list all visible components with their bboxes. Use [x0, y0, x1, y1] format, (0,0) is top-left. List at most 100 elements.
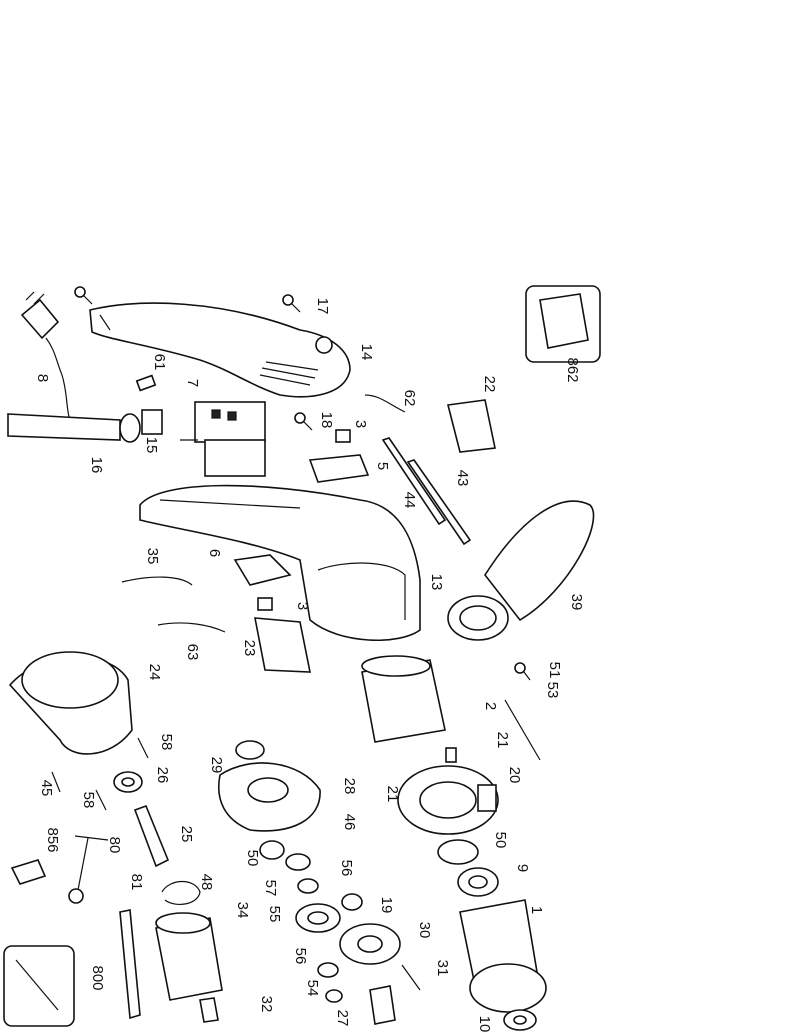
part-number-label: 3 — [352, 420, 369, 428]
part-number-label: 22 — [481, 376, 498, 393]
part-24-gear-housing — [8, 651, 133, 755]
part-number-label: 2 — [482, 702, 499, 710]
part-9-bearing — [457, 867, 499, 897]
part-number-label: 17 — [314, 298, 331, 315]
part-number-label: 50 — [244, 850, 261, 867]
part-17-screw — [74, 286, 301, 313]
part-number-label: 6 — [206, 549, 223, 557]
part-45-screw — [51, 771, 61, 793]
part-43-44-rods — [381, 437, 472, 546]
part-62-wire — [364, 394, 406, 413]
part-34-chuck — [155, 912, 223, 1001]
part-number-label: 34 — [234, 902, 251, 919]
part-18-screw — [294, 412, 313, 431]
part-58-screw — [137, 737, 149, 759]
part-number-label: 81 — [128, 874, 145, 891]
part-32-part — [199, 997, 219, 1023]
part-number-label: 1 — [528, 906, 545, 914]
part-7-switch — [180, 401, 266, 477]
part-856-part — [10, 859, 47, 885]
part-number-label: 61 — [151, 354, 168, 371]
part-number-label: 20 — [506, 767, 523, 784]
part-number-label: 55 — [266, 906, 283, 923]
part-number-label: 14 — [358, 344, 375, 361]
part-50-bushing-lower — [341, 893, 363, 911]
part-58-screw-lower — [95, 789, 107, 811]
part-81-part — [119, 909, 141, 1020]
part-number-label: 800 — [89, 965, 106, 990]
part-3-brush-lower — [257, 597, 273, 611]
part-48-retaining-ring — [161, 880, 201, 906]
part-26-bearing — [113, 771, 143, 793]
part-54-part — [325, 989, 343, 1003]
part-14-handle — [89, 302, 351, 398]
part-number-label: 58 — [158, 734, 175, 751]
part-number-label: 27 — [334, 1010, 351, 1027]
part-30-gear — [339, 923, 401, 965]
part-number-label: 19 — [378, 897, 395, 914]
part-number-label: 26 — [154, 767, 171, 784]
part-number-label: 50 — [492, 832, 509, 849]
part-number-label: 54 — [304, 980, 321, 997]
part-number-label: 56 — [292, 948, 309, 965]
part-57-part — [297, 878, 319, 894]
part-number-label: 56 — [338, 860, 355, 877]
part-80-chuck-key — [68, 835, 109, 904]
part-number-label: 8 — [34, 374, 51, 382]
part-800-inset — [3, 945, 75, 1027]
part-number-label: 63 — [184, 644, 201, 661]
part-3-brush — [335, 429, 351, 443]
part-number-label: 35 — [144, 548, 161, 565]
part-number-label: 16 — [88, 457, 105, 474]
part-number-label: 23 — [241, 640, 258, 657]
part-6-bracket — [233, 554, 292, 586]
part-number-label: 7 — [184, 379, 201, 387]
part-number-label: 856 — [44, 827, 61, 852]
part-number-label: 15 — [143, 437, 160, 454]
part-number-label: 39 — [568, 594, 585, 611]
part-number-label: 30 — [416, 922, 433, 939]
part-51-53 — [504, 662, 541, 761]
part-50-bushing — [259, 840, 285, 860]
part-number-label: 57 — [262, 880, 279, 897]
part-number-label: 53 — [544, 682, 561, 699]
part-number-label: 32 — [258, 996, 275, 1013]
part-56-washer — [285, 853, 311, 871]
part-27-part — [369, 985, 396, 1025]
part-number-label: 31 — [434, 960, 451, 977]
part-number-label: 24 — [146, 664, 163, 681]
part-10-bearing — [503, 1009, 537, 1031]
part-number-label: 58 — [80, 792, 97, 809]
part-55-gear — [295, 903, 341, 933]
part-number-label: 28 — [341, 778, 358, 795]
part-13-housing — [139, 484, 421, 642]
part-number-label: 80 — [106, 837, 123, 854]
part-39-side-handle — [447, 500, 595, 641]
part-5-brush-holder — [308, 454, 370, 483]
part-number-label: 3 — [294, 602, 311, 610]
part-number-label: 46 — [341, 814, 358, 831]
part-20-brush-ring — [397, 765, 499, 835]
part-15-collar — [141, 409, 163, 435]
part-number-label: 18 — [318, 412, 335, 429]
part-number-label: 9 — [514, 864, 531, 872]
part-63-wire — [157, 622, 226, 633]
part-61-clip — [135, 374, 157, 392]
part-number-label: 13 — [428, 574, 445, 591]
part-8-power-cord — [20, 291, 71, 421]
part-number-label: 862 — [564, 357, 581, 382]
part-862-inset — [525, 285, 601, 363]
part-number-label: 44 — [401, 492, 418, 509]
part-number-label: 10 — [476, 1016, 493, 1033]
part-number-label: 48 — [198, 874, 215, 891]
part-number-label: 45 — [38, 780, 55, 797]
part-21-pin — [445, 747, 457, 763]
part-28-46-plate — [218, 762, 321, 832]
part-number-label: 21 — [494, 732, 511, 749]
part-31-pin — [401, 964, 421, 991]
part-23-label — [254, 617, 311, 673]
part-25-spindle — [133, 804, 170, 868]
